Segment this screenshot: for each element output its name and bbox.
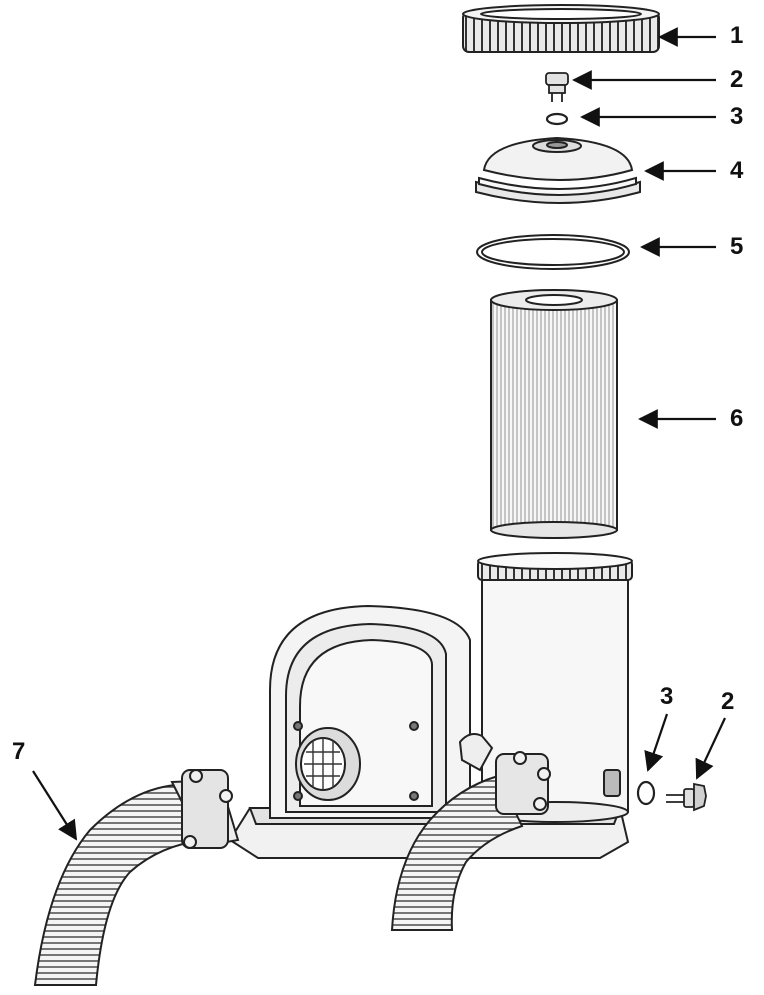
o-ring-small (545, 112, 569, 126)
cartridge-cap-ring (462, 4, 660, 53)
arrow-2b (695, 717, 726, 780)
callout-2: 2 (730, 66, 744, 93)
filter-cartridge (490, 289, 618, 539)
arrow-3b (644, 713, 669, 772)
housing-lid (475, 136, 641, 204)
air-release-valve (545, 72, 569, 102)
callout-3b: 3 (660, 683, 674, 710)
callout-3: 3 (730, 103, 744, 130)
arrow-7 (32, 770, 78, 841)
callout-4: 4 (730, 157, 744, 184)
drain-plug-o-ring (636, 780, 656, 806)
callout-7: 7 (12, 738, 26, 765)
pump-assembly (228, 552, 633, 859)
housing-o-ring (476, 234, 630, 270)
drain-plug (666, 782, 707, 812)
callout-5: 5 (730, 233, 744, 260)
hose (33, 769, 240, 986)
callout-2b: 2 (721, 688, 735, 715)
hose-outlet (390, 751, 551, 931)
callout-6: 6 (730, 405, 744, 432)
callout-arrows (32, 27, 726, 841)
callout-1: 1 (730, 22, 744, 49)
